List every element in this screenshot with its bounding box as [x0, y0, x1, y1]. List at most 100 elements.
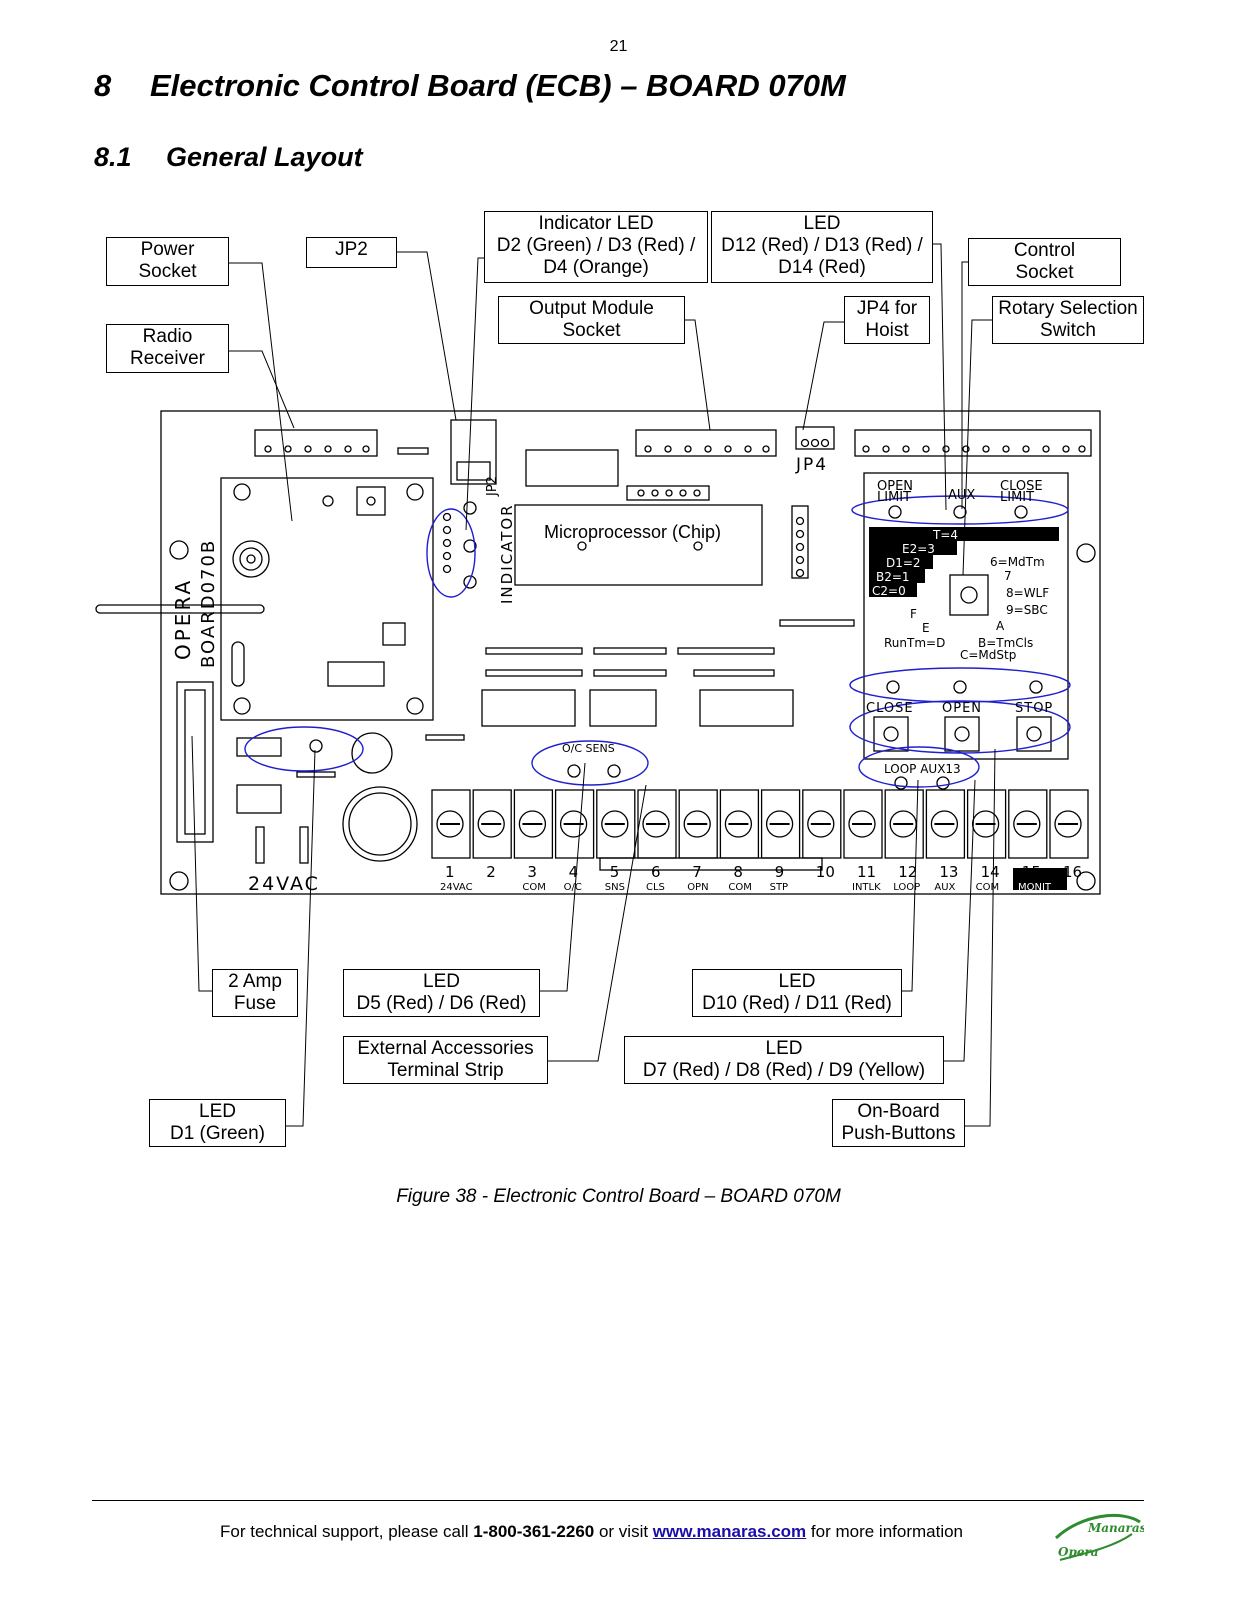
board-outline [160, 410, 1101, 895]
terminal-12 [884, 789, 924, 859]
callout-text: JP2 [335, 239, 368, 260]
rotary-setting-8wlf: 8=WLF [1006, 586, 1049, 600]
terminal-name-aux: AUX [934, 882, 955, 893]
terminal-5 [596, 789, 636, 859]
callout-jp2: JP2 [306, 237, 397, 268]
control-socket-connector [854, 429, 1092, 457]
terminal-screw-8 [724, 810, 753, 838]
footer-text: or visit [594, 1522, 653, 1541]
page-number: 21 [609, 38, 628, 55]
indicator-label: INDICATOR [498, 503, 516, 604]
terminal-3 [513, 789, 554, 859]
terminal-screw-13 [930, 810, 959, 838]
terminal-number-13: 13 [939, 863, 958, 881]
close-limit-label-2: LIMIT [1000, 490, 1034, 505]
rotary-setting-5ts: 5=TS [980, 541, 1013, 555]
leader-lines [191, 243, 996, 1127]
callout-text: Terminal Strip [387, 1060, 504, 1081]
button-label-open: OPEN [942, 701, 982, 716]
terminal-number-7: 7 [692, 863, 702, 881]
callout-text: Output Module [529, 298, 654, 319]
callout-text: Rotary Selection [998, 298, 1138, 319]
terminal-9 [760, 789, 801, 859]
terminal-name-opn: OPN [687, 882, 708, 893]
indicator-leds [442, 501, 477, 589]
terminal-name-cls: CLS [646, 882, 665, 893]
logo-word-opera: Opera [1058, 1545, 1099, 1559]
terminal-number-15: 15 [1022, 863, 1041, 881]
footer-text: for more information [806, 1522, 964, 1541]
jp4-mark: JP4 [795, 455, 828, 475]
rotary-setting-btmcls: B=TmCls [978, 636, 1033, 650]
terminal-screw-6 [642, 810, 670, 838]
callout-text: Indicator LED [538, 213, 654, 234]
terminal-8 [719, 789, 760, 859]
callout-text: LED [765, 1038, 803, 1059]
terminal-6 [637, 789, 677, 859]
callout-text: LED [803, 213, 841, 234]
microprocessor-chip [514, 504, 763, 586]
close-limit-label-1: CLOSE [1000, 479, 1043, 494]
section-heading: 8 Electronic Control Board (ECB) – BOARD … [94, 68, 846, 104]
terminal-number-2: 2 [486, 863, 496, 881]
terminal-screw-7 [683, 810, 711, 838]
open-limit-label-1: OPEN [877, 479, 913, 494]
button-label-close: CLOSE [866, 701, 914, 716]
callout-text: On-Board [857, 1101, 940, 1122]
footer-text: For technical support, please call [220, 1522, 474, 1541]
callout-text: Switch [1040, 320, 1096, 341]
callout-text: Receiver [130, 348, 205, 369]
terminal-name-com: COM [728, 882, 751, 893]
terminal-name-sns: SNS [605, 882, 625, 893]
terminal-screw-1 [436, 810, 464, 838]
callout-text: D4 (Orange) [543, 257, 649, 278]
fuse-holder [176, 681, 214, 843]
callout-text: Fuse [233, 993, 277, 1014]
terminal-screw-11 [848, 810, 876, 838]
rotary-setting-9sbc: 9=SBC [1006, 603, 1048, 617]
radio-receiver-module [220, 477, 434, 721]
callout-text: 2 Amp [228, 971, 282, 992]
callout-text: Power [140, 239, 195, 260]
board-id-label: BOARD070B [198, 539, 219, 668]
terminal-screw-14 [971, 810, 1000, 838]
terminal-screw-15 [1013, 810, 1041, 838]
stop-pushbutton [1016, 716, 1052, 752]
rotary-setting-cmdstp: C=MdStp [960, 648, 1016, 662]
section-number: 8 [94, 68, 112, 103]
subsection-title: General Layout [166, 142, 363, 172]
section-title: Electronic Control Board (ECB) – BOARD 0… [150, 68, 846, 103]
figure-caption: Figure 38 - Electronic Control Board – B… [396, 1186, 841, 1207]
rotary-setting-e: E [922, 621, 930, 635]
callout-text: Control [1013, 240, 1076, 261]
button-label-stop: STOP [1015, 701, 1053, 716]
terminal-number-1: 1 [445, 863, 455, 881]
callout-text: D1 (Green) [169, 1123, 266, 1144]
jp4-header [795, 426, 835, 450]
website-link[interactable]: www.manaras.com [652, 1522, 807, 1541]
microprocessor-label: Microprocessor (Chip) [544, 522, 721, 542]
jp2-header [450, 419, 497, 485]
terminal-screw-5 [601, 810, 629, 838]
callout-text: D12 (Red) / D13 (Red) / [721, 235, 923, 256]
terminal-16 [1049, 789, 1089, 859]
terminal-screw-2 [477, 810, 505, 838]
rotary-setting-f: F [910, 607, 917, 621]
terminal-13 [925, 789, 966, 859]
rotary-setting-t4: T=4 [932, 528, 958, 542]
terminal-number-5: 5 [610, 863, 620, 881]
terminal-name-loop: LOOP [893, 882, 920, 893]
rotary-setting-runtm: RunTm=D [884, 636, 945, 650]
ic-chip-top [525, 449, 619, 487]
terminal-screw-16 [1054, 810, 1082, 838]
antenna-wire [95, 604, 265, 614]
